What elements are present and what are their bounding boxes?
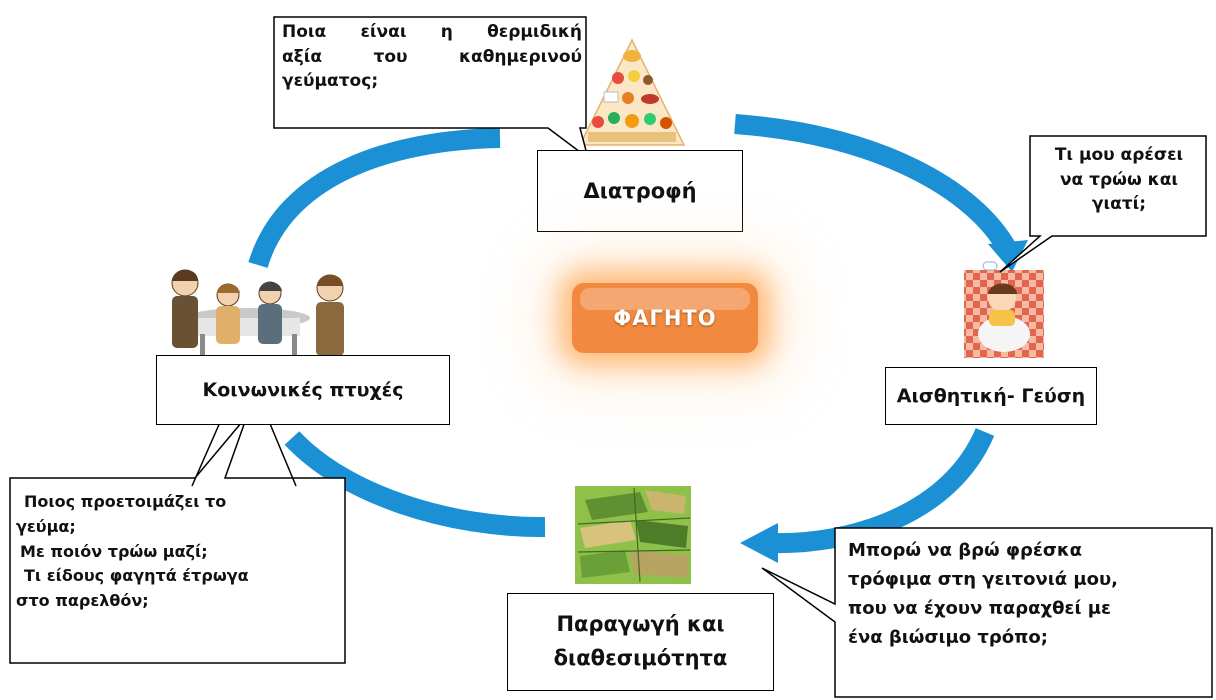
arrow-production-to-social [284,431,546,538]
farm-fields-icon [575,486,691,584]
arrowhead-taste [988,240,1028,272]
callout-diet-line: Ποια είναι η θερμιδική [282,22,582,42]
callout-production-line: Μπορώ να βρώ φρέσκα [848,540,1083,561]
callout-social-line: γεύμα; [16,516,76,536]
callout-social-line: Τι είδους φαγητά έτρωγα [24,566,249,586]
family-dinner-icon [171,269,344,356]
callout-production-line: ένα βιώσιμο τρόπο; [848,627,1048,649]
food-pyramid-icon [578,38,686,146]
callout-taste-line: Τι μου αρέσει [1054,145,1184,165]
callout-frame-diet [273,16,590,160]
node-social: Κοινωνικές πτυχές [156,355,450,425]
arrow-diet-to-taste [734,114,1017,256]
arrowhead-production [740,523,778,563]
node-production-label-line1: Παραγωγή και [556,612,725,637]
node-diet-label: Διατροφή [583,179,697,203]
callout-social-text: Ποιος προετοιμάζει το γεύμα; Με ποιόν τρ… [16,490,342,614]
callout-diet-text: Ποια είναι η θερμιδική αξία του καθημερι… [282,20,582,94]
callout-frame-production [761,527,1213,698]
arrow-taste-to-production [771,427,995,554]
center-label: ΦΑΓΗΤΟ [613,306,717,330]
center-node: ΦΑΓΗΤΟ [572,283,758,353]
callout-diet-line: γεύματος; [282,71,379,92]
callout-social-line: Ποιος προετοιμάζει το [24,492,227,511]
callout-frame-social [9,415,346,664]
node-production-label-line2: διαθεσιμότητα [553,646,728,670]
callout-taste-text: Τι μου αρέσει να τρώω και γιατί; [1036,143,1202,217]
callout-production-text: Μπορώ να βρώ φρέσκα τρόφιμα στη γειτονιά… [848,536,1210,653]
callout-production-line: που να έχουν παραχθεί με [848,598,1111,620]
callout-social-line: στο παρελθόν; [16,591,149,611]
node-taste: Αισθητική- Γεύση [885,367,1097,425]
callout-taste-line: να τρώω και [1059,169,1179,190]
node-production: Παραγωγή και διαθεσιμότητα [507,593,774,691]
callout-production-line: τρόφιμα στη γειτονιά μου, [848,569,1118,591]
callout-taste-line: γιατί; [1091,194,1147,215]
callout-frames [9,16,1213,698]
node-social-label: Κοινωνικές πτυχές [202,379,404,401]
arrow-social-to-diet [248,128,501,269]
callout-social-line: Με ποιόν τρώω μαζί; [20,541,208,561]
child-eating-icon [964,261,1044,358]
node-diet: Διατροφή [537,150,743,232]
callout-frame-taste [999,135,1207,273]
node-taste-label: Αισθητική- Γεύση [896,385,1086,407]
callout-diet-line: αξία του καθημερινού [282,46,582,67]
cycle-arrows [248,114,1028,563]
